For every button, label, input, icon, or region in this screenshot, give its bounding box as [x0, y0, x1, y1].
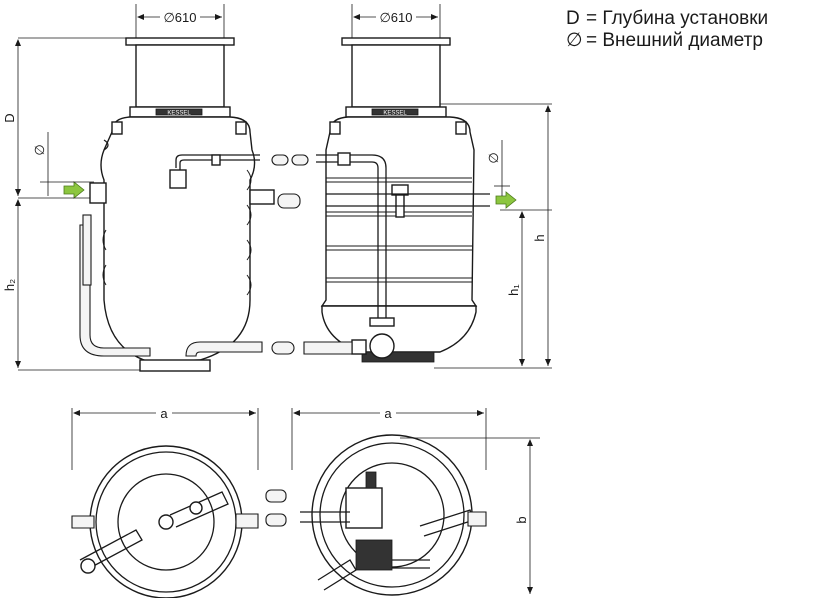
left-top-drain-end: [80, 558, 96, 574]
left-top-cover: [117, 473, 215, 571]
left-top-inlet: [71, 515, 95, 529]
pipe-break-top-a: [271, 154, 289, 166]
legend-depth: D = Глубина установки: [566, 8, 768, 30]
left-ribs-2: [102, 229, 107, 286]
right-outlet-pipe: [326, 193, 490, 207]
left-base: [139, 359, 211, 372]
right-riser-pipe-2: [316, 161, 379, 320]
right-top-rim: [319, 442, 465, 588]
right-top-view: a b: [291, 406, 540, 596]
legend-depth-text: = Глубина установки: [586, 8, 769, 29]
h1-dim-label: h₁: [506, 284, 521, 296]
left-ribs: [246, 169, 252, 296]
right-a-label: a: [384, 406, 392, 421]
left-top-hub: [158, 514, 174, 530]
left-cover-flange: [125, 37, 235, 46]
left-610-label: ∅610: [163, 10, 196, 25]
pipe-break-bottom: [271, 341, 295, 355]
right-bottom-pipe: [303, 341, 353, 355]
h-dim-label: h: [532, 234, 547, 241]
pipe-break-top-b: [291, 154, 309, 166]
right-top-pump: [355, 539, 393, 571]
right-top-outlet: [467, 511, 487, 527]
left-a-label: a: [160, 406, 168, 421]
left-logo-plate: [155, 108, 203, 116]
top-pipe-break-1: [265, 489, 287, 503]
right-top-valve-stem: [365, 471, 377, 489]
right-cover-flange: [341, 37, 451, 46]
left-tank-body: [100, 116, 256, 363]
legend-diameter-text: = Внешний диаметр: [586, 30, 763, 51]
right-pipe-dia-label: ∅: [486, 152, 501, 163]
left-inlet-stub: [89, 182, 107, 204]
legend-diameter: ∅= Внешний диаметр: [566, 30, 768, 52]
pipe-break-mid: [277, 193, 301, 209]
b-dim-label: b: [514, 516, 529, 523]
left-valve: [169, 169, 187, 189]
right-logo-plate: [371, 108, 419, 116]
left-shaft: [135, 44, 225, 108]
right-handle-left: [329, 121, 341, 135]
left-internal-pipe: [175, 154, 260, 168]
left-pipe-dia-label: ∅: [32, 144, 47, 155]
left-logo-text: KESSEL: [167, 111, 191, 117]
legend-depth-symbol: D: [566, 8, 580, 29]
right-shaft: [351, 44, 441, 108]
left-vertical-pipe: [82, 214, 92, 286]
right-logo-text: KESSEL: [383, 111, 407, 117]
left-outlet-stub: [249, 189, 275, 205]
right-handle-right: [455, 121, 467, 135]
right-pump-flange: [369, 317, 395, 327]
legend-diameter-symbol: ∅: [566, 30, 583, 51]
depth-dim-label: D: [2, 113, 17, 122]
left-side-view: KESSEL D: [2, 4, 309, 372]
h2-dim-label: h₂: [2, 279, 17, 291]
inlet-arrow-icon: [63, 181, 85, 199]
right-riser-pipe: [316, 154, 387, 320]
left-top-drain-arm: [79, 529, 143, 571]
right-top-inlet-pipe: [300, 511, 350, 523]
left-internal-pipe-2: [179, 159, 260, 176]
right-pipe-joint: [337, 152, 351, 166]
left-top-outlet: [235, 513, 259, 529]
left-top-pipe-end: [189, 501, 203, 515]
right-top-drain-arm: [317, 559, 357, 591]
outlet-arrow-icon: [495, 191, 517, 209]
right-top-pump-pipe: [392, 559, 430, 569]
right-top-valve-block: [345, 487, 383, 529]
right-pump-body: [369, 333, 395, 359]
right-base: [361, 351, 435, 363]
left-handle-left: [111, 121, 123, 135]
left-pipe-joint: [211, 154, 221, 166]
left-handle-right: [235, 121, 247, 135]
right-610-label: ∅610: [379, 10, 412, 25]
right-top-outer: [311, 434, 473, 596]
left-rib-1: [103, 139, 109, 151]
left-top-view: a: [71, 406, 259, 598]
legend: D = Глубина установки ∅= Внешний диаметр: [566, 8, 768, 52]
top-pipe-break-2: [265, 513, 287, 527]
left-bottom-pipe: [185, 341, 263, 357]
right-pump-inlet: [351, 339, 367, 355]
right-side-view: KESSEL: [303, 4, 552, 369]
